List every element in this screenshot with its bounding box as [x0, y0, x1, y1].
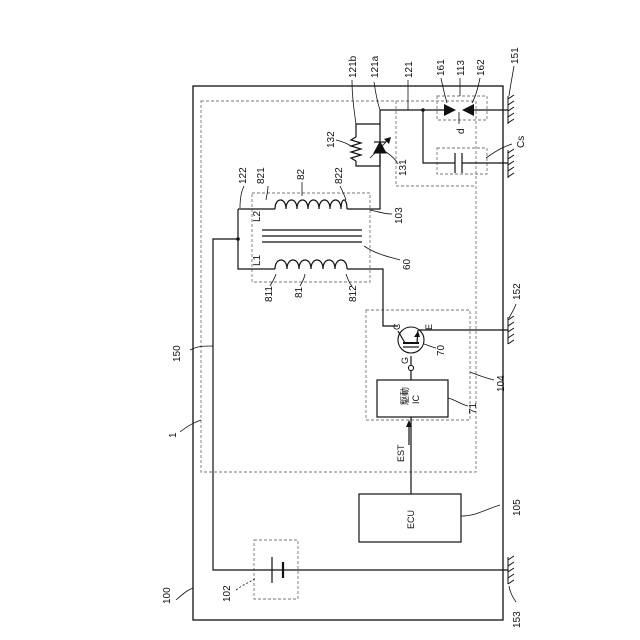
label-153: 153	[512, 611, 523, 628]
drive-ic-label-2: IC	[411, 394, 421, 404]
label-100: 100	[162, 587, 173, 604]
leader-60	[364, 246, 400, 260]
est-label: EST	[396, 444, 406, 462]
resistor-132	[351, 137, 361, 161]
label-121a: 121a	[370, 55, 381, 78]
ground-151	[508, 95, 514, 124]
primary-winding-81	[275, 260, 347, 269]
label-82: 82	[296, 168, 307, 180]
coil-l1-label: L1	[252, 254, 263, 266]
resistor-branch	[356, 124, 380, 137]
leader-103	[370, 210, 392, 214]
leader-151	[509, 66, 514, 96]
label-821: 821	[256, 167, 267, 184]
label-70: 70	[436, 344, 447, 356]
secondary-winding-82	[275, 200, 347, 209]
leader-162	[472, 78, 480, 103]
label-122: 122	[238, 167, 249, 184]
leader-152	[509, 304, 516, 318]
ground-152	[508, 316, 514, 344]
leader-811	[270, 274, 276, 286]
label-150: 150	[172, 345, 183, 362]
label-102: 102	[222, 585, 233, 602]
label-81: 81	[294, 286, 305, 298]
leader-161	[441, 78, 447, 103]
leader-81	[300, 274, 305, 286]
label-162: 162	[476, 59, 487, 76]
leader-100	[176, 588, 193, 600]
pin-c-label: C	[392, 323, 402, 330]
gap-d-label: d	[456, 128, 467, 134]
leader-70	[424, 344, 436, 348]
resistor-branch-lower	[356, 161, 380, 166]
pin-e-label: E	[424, 324, 434, 330]
label-121b: 121b	[348, 55, 359, 78]
ground-cs	[508, 149, 514, 178]
pin-g-label: G	[400, 357, 410, 364]
spark-electrode-161	[444, 104, 456, 116]
spark-electrode-162	[462, 104, 474, 116]
leader-71	[448, 398, 468, 406]
cs-label: Cs	[516, 136, 527, 148]
label-132: 132	[326, 131, 337, 148]
label-60: 60	[402, 258, 413, 270]
leader-1	[180, 420, 201, 432]
leader-132	[336, 140, 351, 146]
drive-ic-label-1: 駆動	[400, 387, 410, 405]
leader-122	[240, 186, 244, 208]
leader-102	[236, 578, 256, 590]
cs-wire	[423, 110, 448, 163]
label-71: 71	[468, 402, 479, 414]
ground-153	[508, 556, 514, 584]
gate-terminal	[408, 365, 413, 370]
leader-153	[509, 586, 516, 602]
leader-822	[340, 186, 346, 200]
label-131: 131	[398, 159, 409, 176]
label-151: 151	[510, 47, 521, 64]
label-161: 161	[436, 59, 447, 76]
label-812: 812	[348, 285, 359, 302]
leader-104	[470, 372, 494, 380]
label-105: 105	[512, 499, 523, 516]
label-1: 1	[168, 432, 179, 438]
leader-812	[346, 274, 352, 286]
label-104: 104	[496, 375, 507, 392]
label-113: 113	[456, 60, 467, 76]
ecu-label: ECU	[406, 510, 416, 529]
label-822: 822	[334, 167, 345, 184]
leader-105	[461, 505, 500, 516]
label-811: 811	[264, 286, 275, 302]
coil-l2-label: L2	[252, 210, 263, 222]
label-121: 121	[404, 61, 415, 78]
secondary-lead-822	[347, 155, 380, 209]
label-152: 152	[512, 283, 523, 300]
label-103: 103	[394, 207, 405, 224]
